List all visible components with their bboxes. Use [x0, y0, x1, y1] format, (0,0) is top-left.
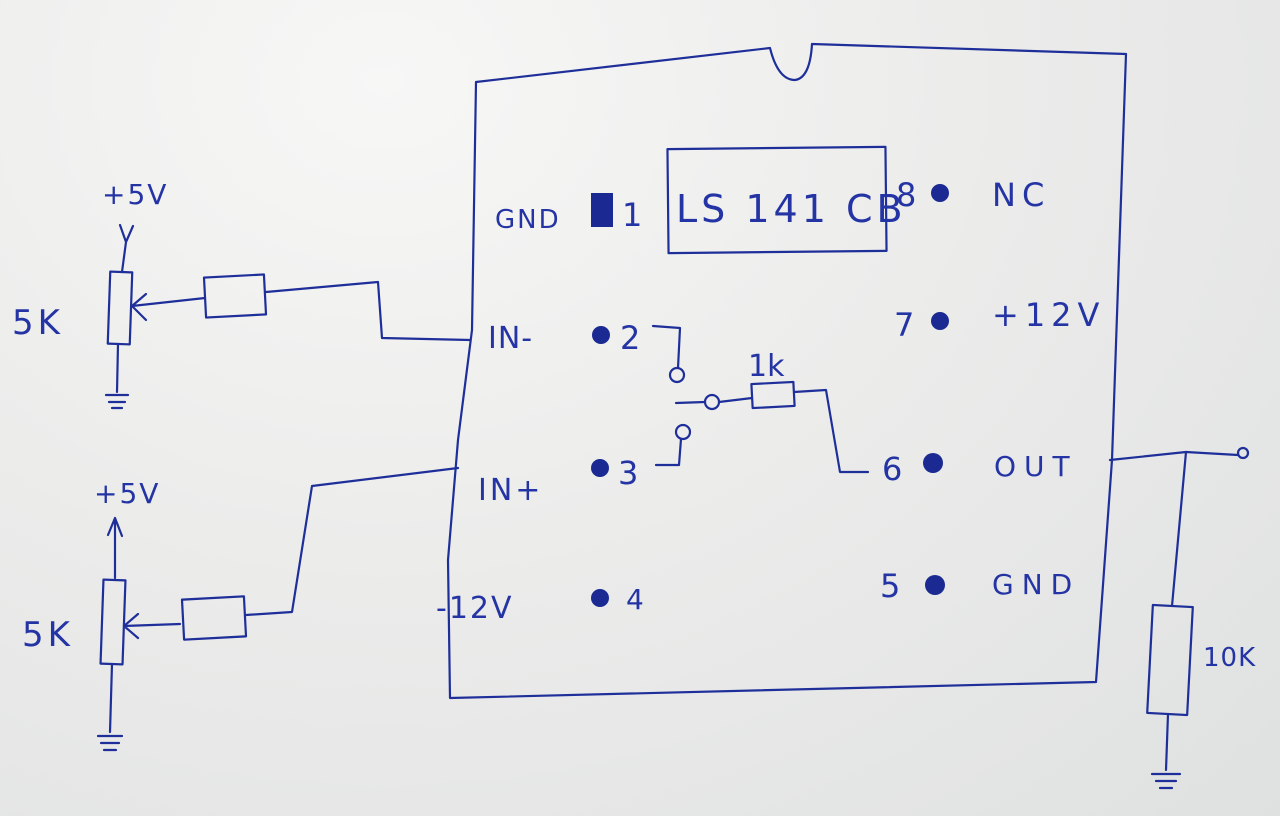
- jumper-contact-middle: [703, 393, 721, 411]
- pin-7-name: +12V: [992, 296, 1105, 334]
- series-resistor-bottom: [180, 595, 248, 641]
- pin-1-square-pad: [591, 193, 613, 227]
- wire-load-to-ground: [1164, 712, 1170, 772]
- resistor-1k-label: 1k: [748, 349, 785, 384]
- pin-5-gnd: 5 GND: [880, 567, 1080, 605]
- pot-top-supply-arrow: [118, 223, 135, 274]
- pot-top-ground-icon: [104, 393, 130, 410]
- pin-8-pad: [931, 184, 949, 202]
- pot-top-supply: +5V: [102, 178, 168, 211]
- wire-1k-to-pin6: [792, 388, 870, 474]
- pin-2-pad: [592, 326, 610, 344]
- pin-3-number: 3: [618, 454, 638, 492]
- pin-4-minus-12v: -12V 4: [436, 583, 644, 626]
- pin-5-pad: [925, 575, 945, 595]
- pin-6-pad: [923, 453, 943, 473]
- wire-pin2-to-jumper: [651, 324, 682, 370]
- pin-4-number: 4: [626, 583, 644, 616]
- wire-top-resistor-to-in-minus: [264, 280, 472, 342]
- pot-top-value: 5K: [12, 303, 64, 343]
- pin-7-plus-12v: 7 +12V: [894, 296, 1105, 344]
- pin-6-name: OUT: [994, 450, 1078, 483]
- jumper-contact-top: [668, 366, 686, 384]
- part-number-text: LS 141 CB: [676, 187, 907, 231]
- ic-package: LS 141 CB: [446, 42, 1128, 700]
- pin-8-nc: 8 NC: [896, 176, 1050, 214]
- resistor-10k-label: 10K: [1203, 643, 1256, 673]
- pin-8-number: 8: [896, 176, 916, 214]
- jumper-contact-bottom: [674, 423, 692, 441]
- wire-out-to-load: [1170, 450, 1188, 608]
- pot-top-ground-wire: [115, 342, 120, 394]
- pot-bottom-wiper-arrow: [122, 612, 182, 640]
- pot-bottom-value: 5K: [22, 615, 74, 655]
- pin-1-name: GND: [495, 205, 561, 235]
- pin-5-name: GND: [992, 568, 1080, 601]
- pin-2-name: IN-: [488, 321, 533, 356]
- series-resistor-top: [202, 273, 268, 319]
- wire-bottom-resistor-to-in-plus: [244, 466, 460, 617]
- pin-2-number: 2: [620, 319, 640, 357]
- wire-out: [1108, 450, 1240, 462]
- pot-bottom-body: [99, 578, 127, 666]
- wire-jumper-stub: [674, 400, 707, 405]
- pin-5-number: 5: [880, 567, 900, 605]
- pin-4-pad: [591, 589, 609, 607]
- pot-bottom-ground-icon: [96, 734, 124, 752]
- output-terminal: [1236, 446, 1250, 460]
- pin-2-in-minus: IN- 2: [488, 319, 640, 357]
- pot-top-body: [106, 270, 134, 346]
- pin-8-name: NC: [992, 176, 1050, 214]
- wire-pin3-to-jumper: [654, 437, 683, 467]
- pot-bottom-supply: +5V: [94, 477, 160, 510]
- pin-7-number: 7: [894, 306, 914, 344]
- pin-3-name: IN+: [478, 473, 543, 508]
- pin-1-gnd: GND 1: [495, 193, 642, 235]
- feedback-network: 1k: [651, 324, 870, 474]
- resistor-10k: [1146, 603, 1194, 717]
- ic-outline: [446, 42, 1128, 700]
- pin-6-number: 6: [882, 450, 902, 488]
- pin-4-name: -12V: [436, 591, 514, 626]
- pot-bottom: +5V 5K: [22, 466, 460, 752]
- wire-jumper-to-1k: [717, 396, 754, 404]
- part-number-box: [666, 145, 888, 255]
- resistor-1k: [750, 380, 796, 410]
- pin-6-out: 6 OUT: [882, 450, 1078, 488]
- load-ground-icon: [1150, 772, 1182, 790]
- output-load: 10K: [1108, 446, 1256, 790]
- pot-top: +5V 5K: [12, 178, 472, 410]
- pin-3-pad: [591, 459, 609, 477]
- pot-top-wiper-arrow: [130, 292, 207, 322]
- pin-7-pad: [931, 312, 949, 330]
- pot-bottom-ground-wire: [108, 662, 114, 734]
- pin-3-in-plus: IN+ 3: [478, 454, 638, 508]
- pot-bottom-supply-arrow: [106, 516, 124, 580]
- pin-1-number: 1: [622, 196, 642, 234]
